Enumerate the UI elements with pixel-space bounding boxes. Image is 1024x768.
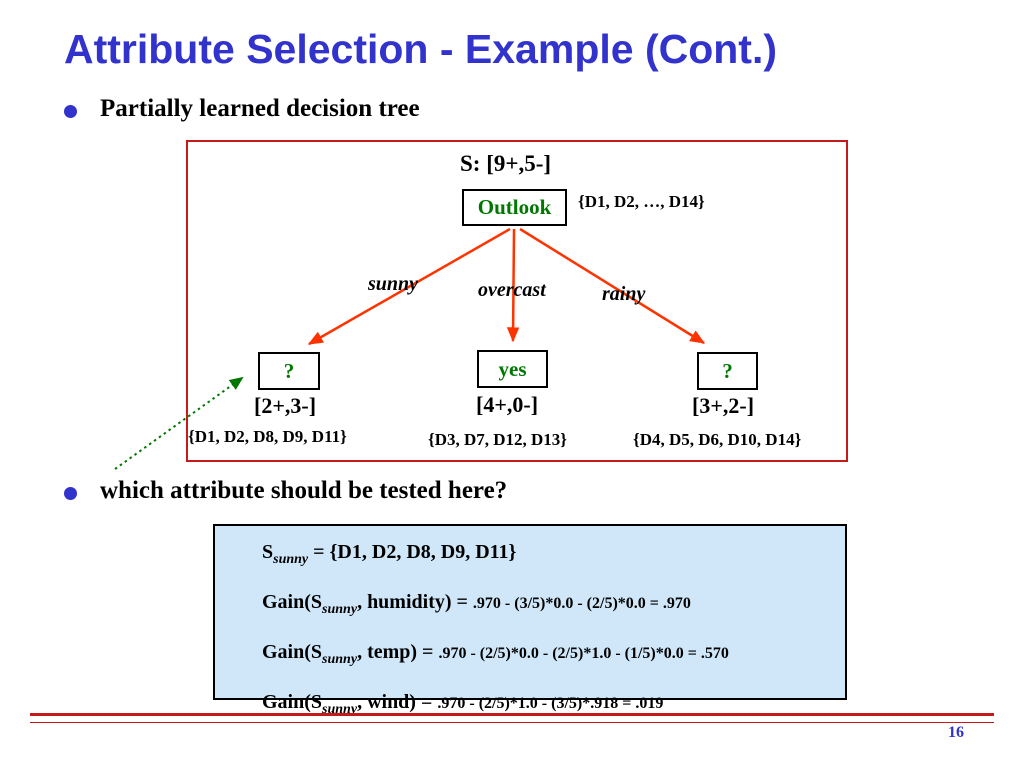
bullet-item-2: which attribute should be tested here? (64, 477, 507, 505)
child-node-sunny-label: ? (283, 358, 295, 383)
footer-rule-thick (30, 713, 994, 716)
bullet-text-1: Partially learned decision tree (100, 95, 420, 122)
gain-line-wind: Gain(Ssunny, wind) = .970 - (2/5)*1.0 - … (262, 689, 837, 723)
set-sunny: {D1, D2, D8, D9, D11} (188, 427, 347, 446)
stats-rainy: [3+,2-] (692, 393, 755, 418)
set-overcast: {D3, D7, D12, D13} (428, 430, 568, 449)
gain-lead: S (262, 541, 274, 563)
set-rainy: {D4, D5, D6, D10, D14} (633, 430, 802, 449)
bullet-icon (64, 105, 77, 118)
gain-tail: , temp) = (357, 641, 439, 663)
gain-tail: = {D1, D2, D8, D9, D11} (308, 541, 517, 563)
gain-subscript: sunny (322, 652, 358, 667)
gain-lead: Gain(S (262, 591, 323, 613)
page-number: 16 (948, 724, 964, 741)
child-node-rainy: ? (697, 352, 758, 390)
gain-formula: .970 - (2/5)*0.0 - (2/5)*1.0 - (1/5)*0.0… (438, 645, 729, 662)
footer-rule-thin (30, 722, 994, 723)
gain-lead: Gain(S (262, 641, 323, 663)
child-node-overcast-label: yes (498, 356, 527, 381)
bullet-text-2: which attribute should be tested here? (100, 477, 508, 504)
gain-subscript: sunny (322, 602, 358, 617)
child-node-sunny: ? (258, 352, 320, 390)
gain-formula: .970 - (2/5)*1.0 - (3/5)*.918 = .019 (437, 695, 664, 712)
root-node-outlook: Outlook (462, 189, 567, 226)
child-node-overcast: yes (477, 350, 548, 388)
root-stats-label: S: [9+,5-] (460, 151, 552, 176)
gain-lead: Gain(S (262, 691, 323, 713)
gain-line-humidity: Gain(Ssunny, humidity) = .970 - (3/5)*0.… (262, 589, 837, 623)
stats-overcast: [4+,0-] (476, 392, 539, 417)
bullet-item-1: Partially learned decision tree (64, 95, 420, 123)
root-node-label: Outlook (477, 195, 552, 219)
bullet-icon (64, 487, 77, 500)
decision-tree-frame (186, 140, 848, 462)
gain-tail: , humidity) = (357, 591, 473, 613)
slide-title: Attribute Selection - Example (Cont.) (64, 26, 777, 72)
edge-label-rainy: rainy (602, 283, 646, 305)
edge-label-sunny: sunny (368, 273, 419, 295)
child-node-rainy-label: ? (722, 358, 733, 383)
gain-subscript: sunny (273, 552, 309, 567)
gain-line-ssunny: Ssunny = {D1, D2, D8, D9, D11} (262, 539, 837, 573)
root-set-label: {D1, D2, …, D14} (578, 192, 705, 211)
stats-sunny: [2+,3-] (254, 393, 317, 418)
gain-tail: , wind) = (357, 691, 438, 713)
edge-label-overcast: overcast (478, 279, 546, 301)
gain-calculation-box: Ssunny = {D1, D2, D8, D9, D11} Gain(Ssun… (213, 524, 847, 717)
gain-formula: .970 - (3/5)*0.0 - (2/5)*0.0 = .970 (472, 595, 691, 612)
gain-line-temp: Gain(Ssunny, temp) = .970 - (2/5)*0.0 - … (262, 639, 837, 673)
